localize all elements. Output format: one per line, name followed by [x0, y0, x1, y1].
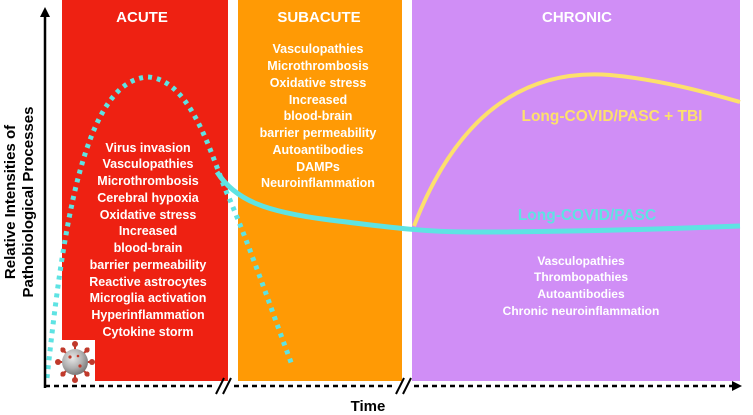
- subacute-process-list: Vasculopathies Microthrombosis Oxidative…: [260, 42, 377, 190]
- y-axis-label-line2: Pathobiological Processes: [20, 107, 37, 298]
- subacute-phase-panel: [238, 0, 402, 381]
- acute-item: Cytokine storm: [103, 325, 194, 339]
- acute-item: Vasculopathies: [102, 157, 193, 171]
- chronic-item: Autoantibodies: [537, 287, 625, 301]
- acute-item: blood-brain: [114, 241, 183, 255]
- sars-cov-2-virus-icon: [55, 340, 95, 383]
- subacute-item: Increased: [289, 93, 347, 107]
- long-covid-pasc-curve: [214, 170, 741, 235]
- acute-phase-panel: [62, 0, 228, 381]
- chronic-item: Chronic neuroinflammation: [503, 304, 660, 318]
- subacute-phase-title: SUBACUTE: [277, 9, 360, 26]
- acute-item: Virus invasion: [105, 141, 190, 155]
- chronic-item: Vasculopathies: [537, 254, 625, 268]
- acute-item: Microglia activation: [90, 291, 207, 305]
- subacute-item: Vasculopathies: [272, 42, 363, 56]
- y-axis-label-line1: Relative Intensities of: [2, 124, 19, 279]
- subacute-item: Neuroinflammation: [261, 176, 375, 190]
- acute-item: Oxidative stress: [100, 208, 197, 222]
- acute-item: Cerebral hypoxia: [97, 191, 199, 205]
- acute-item: Reactive astrocytes: [89, 275, 206, 289]
- acute-item: Hyperinflammation: [91, 308, 204, 322]
- chronic-process-list: Vasculopathies Thrombopathies Autoantibo…: [503, 254, 660, 318]
- acute-item: barrier permeability: [90, 258, 207, 272]
- acute-item: Microthrombosis: [97, 174, 198, 188]
- chronic-item: Thrombopathies: [534, 270, 628, 284]
- acute-item: Increased: [119, 224, 177, 238]
- chronic-phase-panel: [412, 0, 740, 381]
- x-axis-label: Time: [351, 398, 386, 415]
- subacute-item: DAMPs: [296, 160, 340, 174]
- long-covid-pasc-label: Long-COVID/PASC: [518, 207, 656, 224]
- chronic-phase-title: CHRONIC: [542, 9, 612, 26]
- long-covid-tbi-curve: [412, 72, 741, 227]
- subacute-item: Microthrombosis: [267, 59, 368, 73]
- subacute-item: barrier permeability: [260, 126, 377, 140]
- subacute-item: blood-brain: [284, 109, 353, 123]
- subacute-item: Oxidative stress: [270, 76, 367, 90]
- axis-break-marks: [215, 377, 412, 395]
- acute-phase-title: ACUTE: [116, 9, 168, 26]
- long-covid-tbi-label: Long-COVID/PASC + TBI: [522, 108, 703, 125]
- acute-phase-dotted-curve: [44, 74, 295, 379]
- subacute-item: Autoantibodies: [273, 143, 364, 157]
- acute-process-list: Virus invasion Vasculopathies Microthrom…: [89, 141, 206, 339]
